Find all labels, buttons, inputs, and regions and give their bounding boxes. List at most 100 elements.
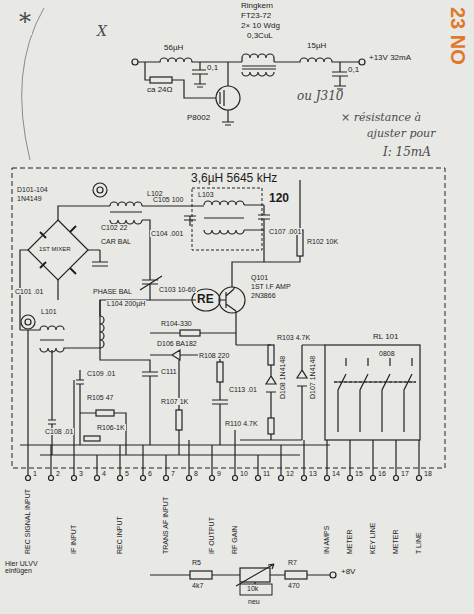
part-label: D107 1N4148 [309,355,316,400]
part-label: 5 [124,470,130,477]
pin-wire [188,440,189,476]
part-label: 16 [377,470,387,477]
part-label: 4k7 [191,582,204,589]
part-label: 3 [78,470,84,477]
part-label: 7 [170,470,176,477]
part-label: METER [346,529,353,556]
part-label: R106-1K [96,424,126,431]
part-label: 3,6µH 5645 kHz [190,172,278,185]
pin-terminal [49,476,54,481]
part-label: PHASE BAL [92,288,133,295]
part-label: 0,1 [347,66,360,74]
part-label: L103 [197,191,215,198]
part-label: 8 [193,470,199,477]
part-label: C113 .01 [228,386,258,393]
part-label: 12 [285,470,295,477]
part-label: C104 .001 [150,230,184,237]
pin-wire [165,455,166,476]
pin-wire [50,445,51,476]
part-label: 9 [216,470,222,477]
part-label: 10k [246,585,259,592]
pin-terminal [187,476,192,481]
pin-wire [349,440,350,476]
part-label: 2 [55,470,61,477]
part-label: 0,3CuL [246,32,274,40]
part-label: R104-330 [160,320,193,327]
pin-terminal [348,476,353,481]
part-label: R105 47 [86,394,114,401]
pin-terminal [72,476,77,481]
part-label: ca 24Ω [146,86,174,94]
part-label: 6 [147,470,153,477]
handwritten-note: ajuster pour [366,128,436,140]
part-label: C108 .01 [44,428,74,435]
part-label: 17 [400,470,410,477]
pin-terminal [118,476,123,481]
handwritten-note: × résistance à [340,112,422,124]
pin-terminal [371,476,376,481]
part-label: 0808 [378,350,396,357]
part-label: C102 22 [100,224,128,231]
part-label: CAR BAL [100,238,132,245]
pin-terminal [164,476,169,481]
part-label: +8V [340,568,356,576]
part-label: L102 [146,190,164,197]
handwritten-note: ou J310 [296,90,344,103]
part-label: R5 [191,559,202,566]
part-label: RL 101 [372,333,400,341]
part-label: 1ST I.F AMP [250,283,292,290]
part-label: 470 [287,582,301,589]
part-label: IF OUTPUT [208,516,215,555]
part-label: KEY LINE [369,522,376,555]
part-label: 1N4149 [16,195,43,202]
pin-terminal [279,476,284,481]
part-label: RE [196,293,215,306]
pin-terminal [325,476,330,481]
pin-wire [326,440,327,476]
part-label: R107 1K [160,398,189,405]
pin-wire [119,445,120,476]
pin-wire [234,430,235,476]
pin-wire [27,330,28,476]
part-label: C101 .01 [14,288,44,295]
part-label: D106 BA182 [156,340,198,347]
pin-terminal [256,476,261,481]
part-label: D101-104 [16,186,49,193]
part-label: P8002 [186,114,211,122]
part-label: FT23-72 [240,12,272,20]
part-label: +13V 32mA [368,54,412,62]
pin-wire [418,440,419,476]
part-label: 56µH [163,44,184,52]
part-label: R103 4.7K [276,334,311,341]
pin-wire [280,445,281,476]
part-label: 15 [354,470,364,477]
part-label: Ringkern [240,2,274,10]
part-label: RF GAIN [231,525,238,555]
part-label: REC INPUT [116,515,123,555]
part-label: 18 [423,470,433,477]
part-label: L104 200µH [106,300,146,307]
part-label: TRANS AF INPUT [162,496,169,555]
part-label: C103 10-60 [158,286,197,293]
part-label: R110 4.7K [224,420,259,427]
part-label: C109 .01 [86,370,116,377]
pin-terminal [302,476,307,481]
part-label: 0,1 [206,64,219,72]
part-label: IF INPUT [70,524,77,555]
part-label: 1ST MIXER [38,246,72,252]
part-label: REC SIGNAL INPUT [24,488,31,555]
part-label: IN AMPS [323,525,330,555]
part-label: 10 [239,470,249,477]
part-label: C107 .001 [268,228,302,235]
pin-terminal [141,476,146,481]
pin-wire [257,455,258,476]
handwritten-note: I: 15mA [382,146,432,159]
part-label: 13 [308,470,318,477]
pin-wire [372,440,373,476]
part-label: Q101 [250,274,269,281]
pin-wire [142,445,143,476]
part-label: C111 [160,368,178,375]
part-label: R108 220 [198,352,230,359]
part-label: 120 [268,192,290,205]
part-label: R7 [287,559,298,566]
